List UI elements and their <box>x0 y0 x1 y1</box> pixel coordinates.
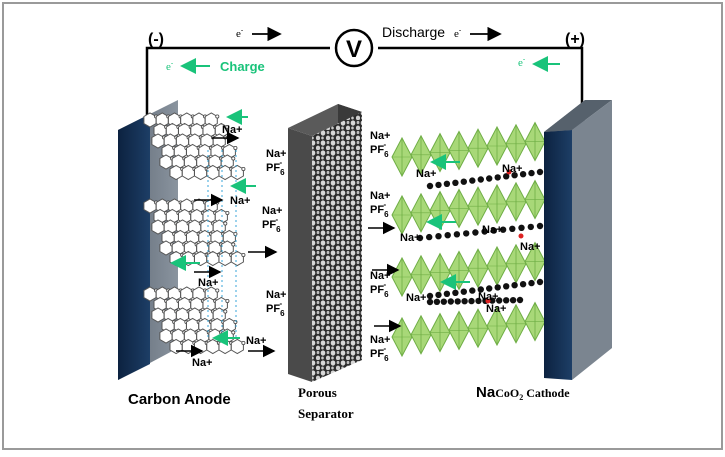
charge-electron-flow: e- Charge e- <box>166 55 560 74</box>
discharge-electron-flow: e- Discharge e- <box>236 24 502 42</box>
pf6-ion-group: Na+PF6- <box>370 270 391 299</box>
cathode-na-label-6: Na+ <box>406 292 427 304</box>
na-ion-label: Na+ <box>370 130 391 142</box>
cathode-na-label-5: Na+ <box>520 241 541 253</box>
pf6-ion-group: Na+PF6- <box>370 190 391 219</box>
plus-terminal-label: (+) <box>565 31 585 48</box>
cathode-na-label-3: Na+ <box>400 232 421 244</box>
anode-ions: Na+ Na+ Na+ Na+ Na+ <box>170 109 276 369</box>
cathode-na-label-1: Na+ <box>416 168 437 180</box>
electron-label: e- <box>518 55 526 69</box>
cobalt-oxide-layer <box>391 179 546 236</box>
anode-na-label-1: Na+ <box>222 124 243 136</box>
separator-label-line1: Porous <box>298 385 337 400</box>
cobalt-oxide-layer <box>391 241 546 298</box>
na-ion-label: Na+ <box>266 148 287 160</box>
cathode-na-label-8: Na+ <box>486 303 507 315</box>
voltmeter <box>334 28 374 68</box>
na-ion-label: Na+ <box>266 289 287 301</box>
na-ion-label: Na+ <box>262 205 283 217</box>
cathode-na-label-7: Na+ <box>478 291 499 303</box>
cathode-na-label-4: Na+ <box>482 224 503 236</box>
separator-edge <box>288 128 312 382</box>
cobalt-oxide-layer <box>391 301 546 358</box>
electron-label: e- <box>166 59 174 73</box>
cathode-na-label-2: Na+ <box>502 163 523 175</box>
anode-na-label-3: Na+ <box>198 277 219 289</box>
anode-na-label-4: Na+ <box>246 335 267 347</box>
anode-na-label-5: Na+ <box>192 357 213 369</box>
voltmeter-symbol: V <box>346 36 362 63</box>
porous-separator <box>288 104 362 382</box>
cathode-ions: Na+ Na+ Na+ Na+ Na+ Na+ Na+ Na+ <box>400 163 541 315</box>
na-ion-label: Na+ <box>370 190 391 202</box>
pf6-label: PF6- <box>370 200 389 219</box>
red-ion-marker <box>485 298 491 304</box>
pf6-label: PF6- <box>370 140 389 159</box>
red-ion-marker <box>518 233 524 239</box>
outer-border <box>2 2 723 450</box>
pf6-label: PF6- <box>266 299 285 318</box>
electron-label: e- <box>454 26 462 40</box>
electrolyte-ions-left: Na+PF6-Na+PF6-Na+PF6- <box>248 148 287 318</box>
electrolyte-ions-right: Na+PF6-Na+PF6-Na+PF6-Na+PF6- <box>368 130 402 363</box>
red-ion-marker <box>506 169 512 175</box>
cathode-layers <box>391 121 546 358</box>
sodium-ion-chain <box>426 168 544 190</box>
minus-terminal-label: (-) <box>148 31 164 48</box>
graphene-sheet <box>143 112 246 181</box>
pf6-ion-group: Na+PF6- <box>370 130 391 159</box>
anode-front <box>118 114 150 380</box>
pf6-ion-group: Na+PF6- <box>262 205 283 234</box>
cathode-label: NaCoO2 Cathode <box>476 384 570 402</box>
pf6-ion-group: Na+PF6- <box>266 148 287 177</box>
cathode-electrode <box>544 100 612 380</box>
cathode-front <box>544 130 572 380</box>
na-ion-label: Na+ <box>370 334 391 346</box>
discharge-label: Discharge <box>382 24 445 40</box>
sodium-ion-chain <box>416 222 544 242</box>
pf6-ion-group: Na+PF6- <box>370 334 391 363</box>
pf6-label: PF6- <box>262 215 281 234</box>
pf6-label: PF6- <box>266 158 285 177</box>
separator-label-line2: Separator <box>298 406 354 421</box>
electron-label: e- <box>236 26 244 40</box>
pf6-ion-group: Na+PF6- <box>266 289 287 318</box>
cobalt-oxide-layer <box>391 121 546 178</box>
cathode-top <box>544 100 612 132</box>
circuit-wire <box>145 46 584 118</box>
carbon-anode-label: Carbon Anode <box>128 391 231 408</box>
na-ion-label: Na+ <box>370 270 391 282</box>
anode-na-label-2: Na+ <box>230 195 251 207</box>
cathode-back <box>572 100 612 380</box>
charge-label: Charge <box>220 59 265 74</box>
sodium-ion-chain <box>426 278 544 300</box>
pf6-label: PF6- <box>370 280 389 299</box>
pf6-label: PF6- <box>370 344 389 363</box>
separator-face <box>312 112 362 382</box>
